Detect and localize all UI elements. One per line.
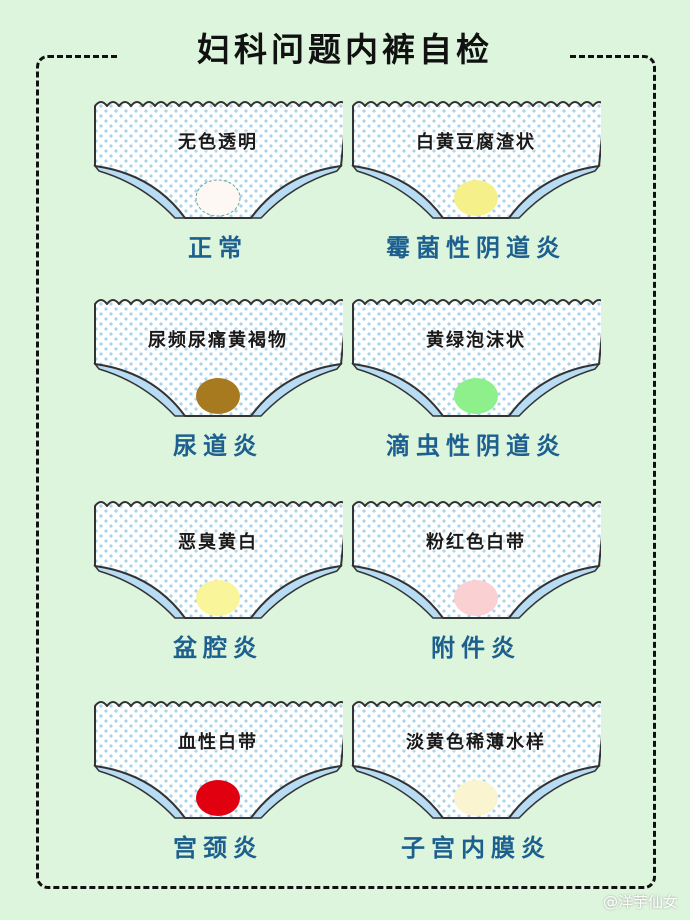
underwear-card: 恶臭黄白 盆腔炎 xyxy=(88,498,348,688)
discharge-description: 淡黄色稀薄水样 xyxy=(406,732,546,753)
underwear-card: 黄绿泡沫状 滴虫性阴道炎 xyxy=(346,296,606,486)
underwear-icon xyxy=(351,101,601,219)
underwear-icon xyxy=(351,501,601,619)
underwear-card: 白黄豆腐渣状 霉菌性阴道炎 xyxy=(346,98,606,288)
condition-label: 附件炎 xyxy=(431,634,521,662)
underwear-card: 血性白带 宫颈炎 xyxy=(88,698,348,888)
condition-label: 尿道炎 xyxy=(173,432,263,460)
discharge-spot xyxy=(196,780,240,816)
condition-label: 子宫内膜炎 xyxy=(401,834,551,862)
discharge-spot xyxy=(454,580,498,616)
discharge-spot xyxy=(454,780,498,816)
condition-label: 正常 xyxy=(188,234,248,262)
underwear-icon xyxy=(93,101,343,219)
underwear-card: 粉红色白带 附件炎 xyxy=(346,498,606,688)
underwear-card: 淡黄色稀薄水样 子宫内膜炎 xyxy=(346,698,606,888)
discharge-description: 恶臭黄白 xyxy=(178,532,258,553)
condition-label: 盆腔炎 xyxy=(173,634,263,662)
discharge-description: 尿频尿痛黄褐物 xyxy=(148,330,288,351)
underwear-icon xyxy=(93,501,343,619)
discharge-spot xyxy=(196,580,240,616)
page-title: 妇科问题内裤自检 xyxy=(120,28,570,72)
underwear-card: 尿频尿痛黄褐物 尿道炎 xyxy=(88,296,348,486)
discharge-description: 白黄豆腐渣状 xyxy=(416,132,536,153)
underwear-icon xyxy=(351,701,601,819)
discharge-spot xyxy=(454,378,498,414)
underwear-icon xyxy=(93,299,343,417)
discharge-description: 无色透明 xyxy=(178,132,258,153)
discharge-description: 粉红色白带 xyxy=(426,532,526,553)
condition-label: 滴虫性阴道炎 xyxy=(386,432,566,460)
discharge-spot xyxy=(196,378,240,414)
discharge-spot xyxy=(195,179,241,217)
condition-label: 霉菌性阴道炎 xyxy=(386,234,566,262)
discharge-description: 黄绿泡沫状 xyxy=(426,330,526,351)
underwear-icon xyxy=(93,701,343,819)
underwear-icon xyxy=(351,299,601,417)
watermark: @洋芋仙女 xyxy=(602,893,678,911)
discharge-spot xyxy=(454,180,498,216)
discharge-description: 血性白带 xyxy=(178,732,258,753)
underwear-card: 无色透明 正常 xyxy=(88,98,348,288)
condition-label: 宫颈炎 xyxy=(173,834,263,862)
